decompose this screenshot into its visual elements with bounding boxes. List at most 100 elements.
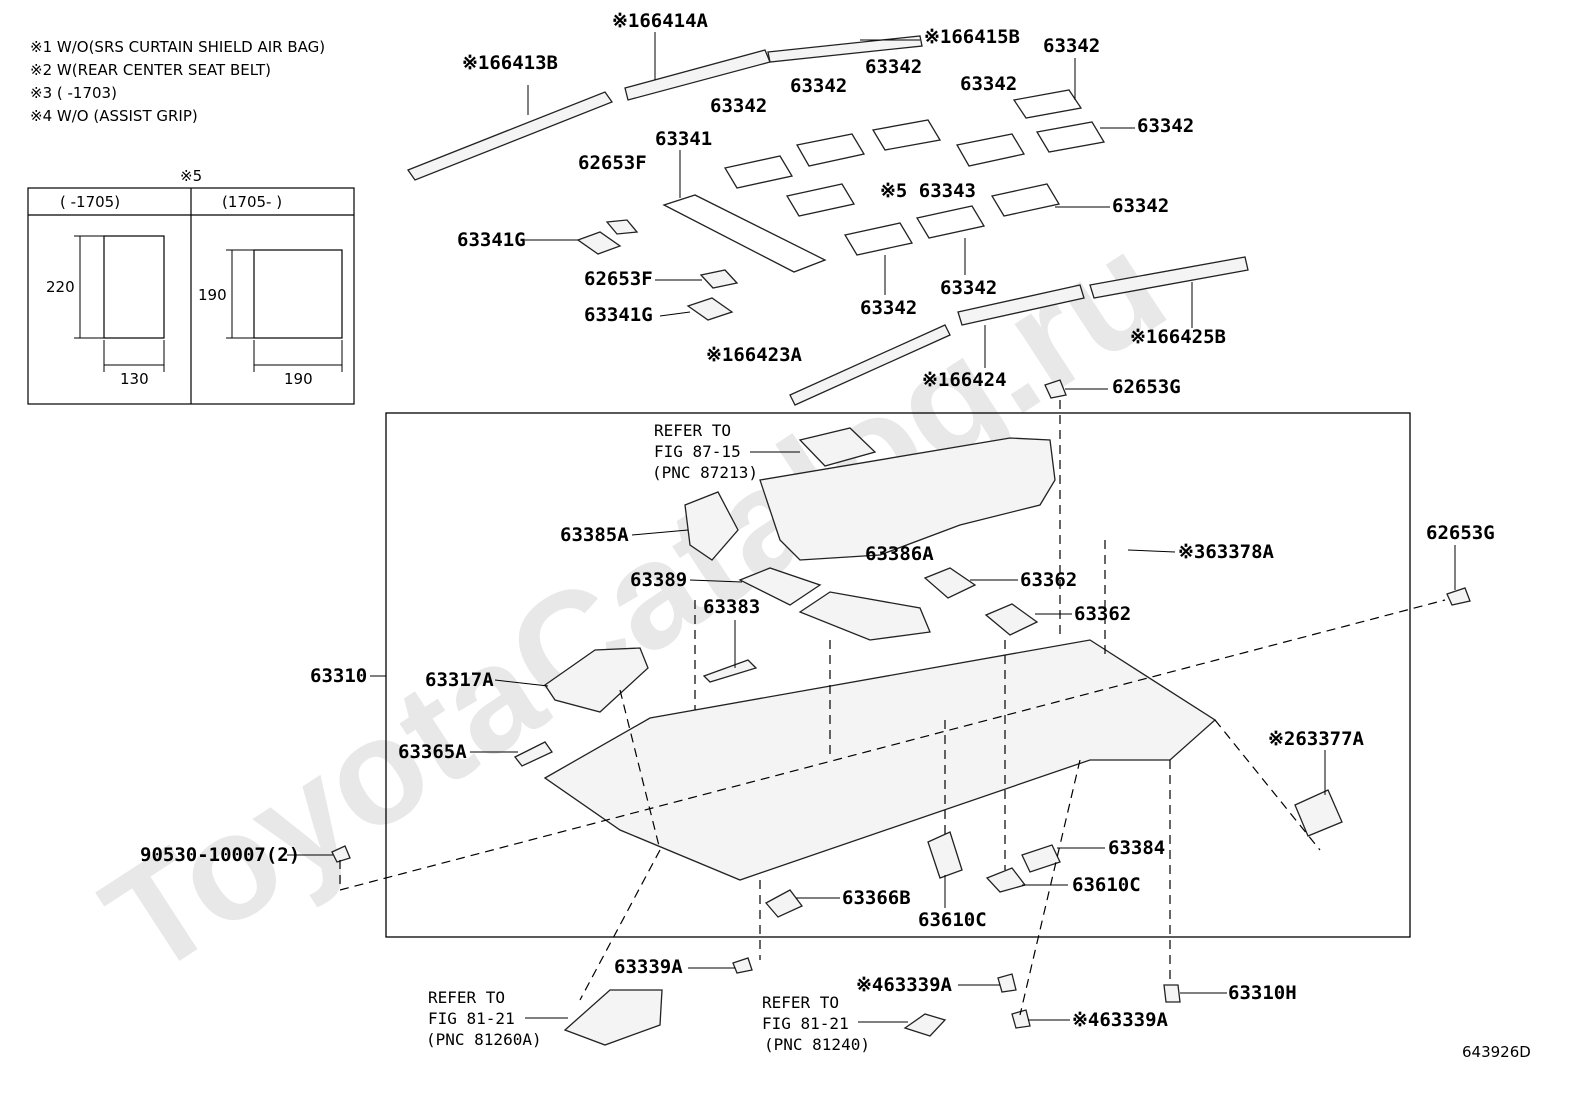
bracket-63389 [738, 567, 822, 606]
refer-2-line3[interactable]: (PNC 81260A) [426, 1030, 542, 1049]
pad-62653F-a [605, 219, 639, 235]
label-63365A[interactable]: 63365A [398, 741, 467, 763]
rail-66414A [624, 49, 771, 101]
size-table: ※5 ( -1705) (1705- ) 220 130 190 190 [27, 167, 355, 405]
console-63386A [798, 591, 931, 641]
label-66414A[interactable]: ※166414A [612, 10, 709, 32]
clip-63365A [514, 741, 553, 767]
label-62653G-a[interactable]: 62653G [1112, 376, 1181, 398]
label-63362-b[interactable]: 63362 [1074, 603, 1131, 625]
label-63378A[interactable]: ※363378A [1178, 541, 1275, 563]
size-col2-width: 190 [284, 370, 313, 388]
note-4: ※4 W/O (ASSIST GRIP) [30, 107, 198, 125]
pad-62653G-b [1446, 587, 1471, 606]
label-62653F-a[interactable]: 62653F [578, 152, 647, 174]
label-90530[interactable]: 90530-10007(2) [140, 844, 300, 866]
label-63377A[interactable]: ※263377A [1268, 728, 1365, 750]
size-col2-header: (1705- ) [222, 193, 282, 211]
dash-14 [1214, 719, 1321, 851]
lamp-81240 [903, 1013, 947, 1037]
trim-63383 [702, 659, 758, 683]
sheet-63342-e [1012, 89, 1083, 119]
lamp-63362-a [923, 567, 977, 599]
label-63341[interactable]: 63341 [655, 128, 712, 150]
clip-63339A-b [997, 973, 1017, 993]
clip-63366B [764, 889, 804, 918]
label-63339A-b[interactable]: ※463339A [856, 974, 953, 996]
label-63342-i[interactable]: 63342 [940, 277, 997, 299]
rail-66423A [789, 324, 951, 406]
refer-1-line3[interactable]: (PNC 87213) [652, 463, 758, 482]
label-63362-a[interactable]: 63362 [1020, 569, 1077, 591]
assembly-frame [385, 412, 1411, 938]
label-63610C-b[interactable]: 63610C [1072, 874, 1141, 896]
label-63317A[interactable]: 63317A [425, 669, 494, 691]
grille-63610C-a [927, 831, 963, 879]
label-66413B[interactable]: ※166413B [462, 52, 558, 74]
label-62653G-b[interactable]: 62653G [1426, 522, 1495, 544]
pad-62653F-b [699, 269, 739, 289]
label-63386A[interactable]: 63386A [865, 543, 934, 565]
sheet-63342-a [723, 155, 794, 189]
dash-2 [339, 599, 1446, 891]
sheet-63343 [785, 183, 856, 217]
label-63383[interactable]: 63383 [703, 596, 760, 618]
label-63342-a[interactable]: 63342 [710, 95, 767, 117]
cover-63377A [1294, 789, 1343, 837]
label-63389[interactable]: 63389 [630, 569, 687, 591]
label-63342-e[interactable]: 63342 [1043, 35, 1100, 57]
label-63343[interactable]: ※5 63343 [880, 180, 976, 202]
refer-1-line2[interactable]: FIG 87-15 [654, 442, 741, 461]
grille-63610C-b [985, 867, 1027, 893]
label-66425B[interactable]: ※166425B [1130, 326, 1226, 348]
label-63342-b[interactable]: 63342 [790, 75, 847, 97]
label-66415B[interactable]: ※166415B [924, 26, 1020, 48]
rail-66413B [406, 91, 614, 181]
size-table-title: ※5 [180, 167, 202, 185]
sheet-63342-h [843, 222, 914, 256]
pad-62653G-a [1044, 379, 1067, 399]
refer-3-line3[interactable]: (PNC 81240) [764, 1035, 870, 1054]
size-col1-header: ( -1705) [60, 193, 120, 211]
cover-63384 [1021, 844, 1061, 873]
label-63384[interactable]: 63384 [1108, 837, 1165, 859]
sheet-63342-d [955, 133, 1026, 167]
label-66423A[interactable]: ※166423A [706, 344, 803, 366]
label-63339A-c[interactable]: ※463339A [1072, 1009, 1169, 1031]
lamp-81260A [563, 989, 663, 1046]
label-63610C-a[interactable]: 63610C [918, 909, 987, 931]
label-63341G-b[interactable]: 63341G [584, 304, 653, 326]
refer-3-line1[interactable]: REFER TO [762, 993, 839, 1012]
label-63341G-a[interactable]: 63341G [457, 229, 526, 251]
sheet-63342-c [871, 119, 942, 151]
label-63342-d[interactable]: 63342 [960, 73, 1017, 95]
label-66424[interactable]: ※166424 [922, 369, 1007, 391]
size-col1-width: 130 [120, 370, 149, 388]
label-63310[interactable]: 63310 [310, 665, 367, 687]
size-col1-height: 220 [46, 278, 75, 296]
refer-3-line2[interactable]: FIG 81-21 [762, 1014, 849, 1033]
label-63342-f[interactable]: 63342 [1137, 115, 1194, 137]
clip-63339A-a [732, 957, 753, 974]
label-63366B[interactable]: 63366B [842, 887, 911, 909]
leader-63378A [1127, 549, 1176, 553]
label-63385A[interactable]: 63385A [560, 524, 629, 546]
label-63310H[interactable]: 63310H [1228, 982, 1297, 1004]
leader-63385A [631, 529, 689, 536]
rail-66424 [957, 284, 1085, 326]
label-63342-g[interactable]: 63342 [1112, 195, 1169, 217]
label-63339A-a[interactable]: 63339A [614, 956, 683, 978]
leader-63341G-b [659, 311, 691, 317]
roof-panel-upper [759, 437, 1056, 561]
refer-1-line1[interactable]: REFER TO [654, 421, 731, 440]
refer-2-line1[interactable]: REFER TO [428, 988, 505, 1007]
label-62653F-b[interactable]: 62653F [584, 268, 653, 290]
refer-2-line2[interactable]: FIG 81-21 [428, 1009, 515, 1028]
dash-7 [579, 849, 661, 1001]
dash-6 [619, 689, 661, 851]
frame-63317A [544, 647, 649, 713]
label-63342-c[interactable]: 63342 [865, 56, 922, 78]
label-63342-h[interactable]: 63342 [860, 297, 917, 319]
